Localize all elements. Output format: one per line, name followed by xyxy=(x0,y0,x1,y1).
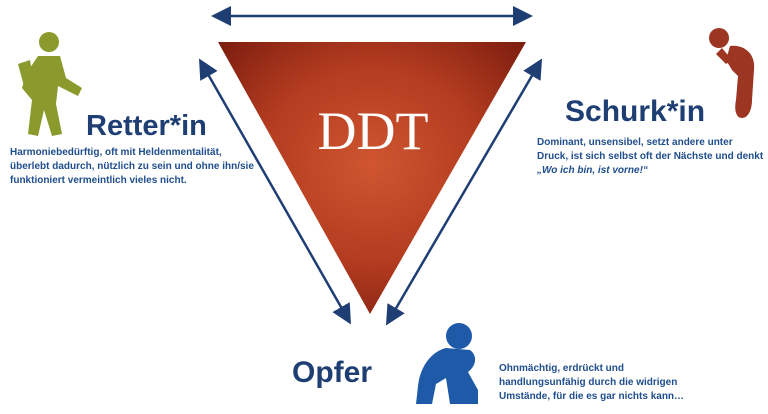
crouching-person-icon xyxy=(416,323,478,404)
victim-title: Opfer xyxy=(292,356,373,389)
double-arrow-right xyxy=(385,58,543,326)
victim-description: Ohnmächtig, erdrückt und handlungsunfähi… xyxy=(499,363,685,402)
villain-description-text: Dominant, unsensibel, setzt andere unter… xyxy=(537,137,764,162)
villain-title: Schurk*in xyxy=(565,95,706,128)
villain-description: Dominant, unsensibel, setzt andere unter… xyxy=(537,136,765,178)
villain-description-quote: „Wo ich bin, ist vorne!“ xyxy=(537,165,648,176)
double-arrow-left xyxy=(199,58,351,325)
triangle-center-label: DDT xyxy=(317,101,429,161)
rescuer-description: Harmoniebedürftig, oft mit Heldenmentali… xyxy=(10,147,254,186)
ddt-triangle xyxy=(218,42,526,314)
rescuer-title: Retter*in xyxy=(86,110,207,142)
bowing-person-icon xyxy=(709,28,755,118)
standing-person-icon xyxy=(18,32,82,136)
